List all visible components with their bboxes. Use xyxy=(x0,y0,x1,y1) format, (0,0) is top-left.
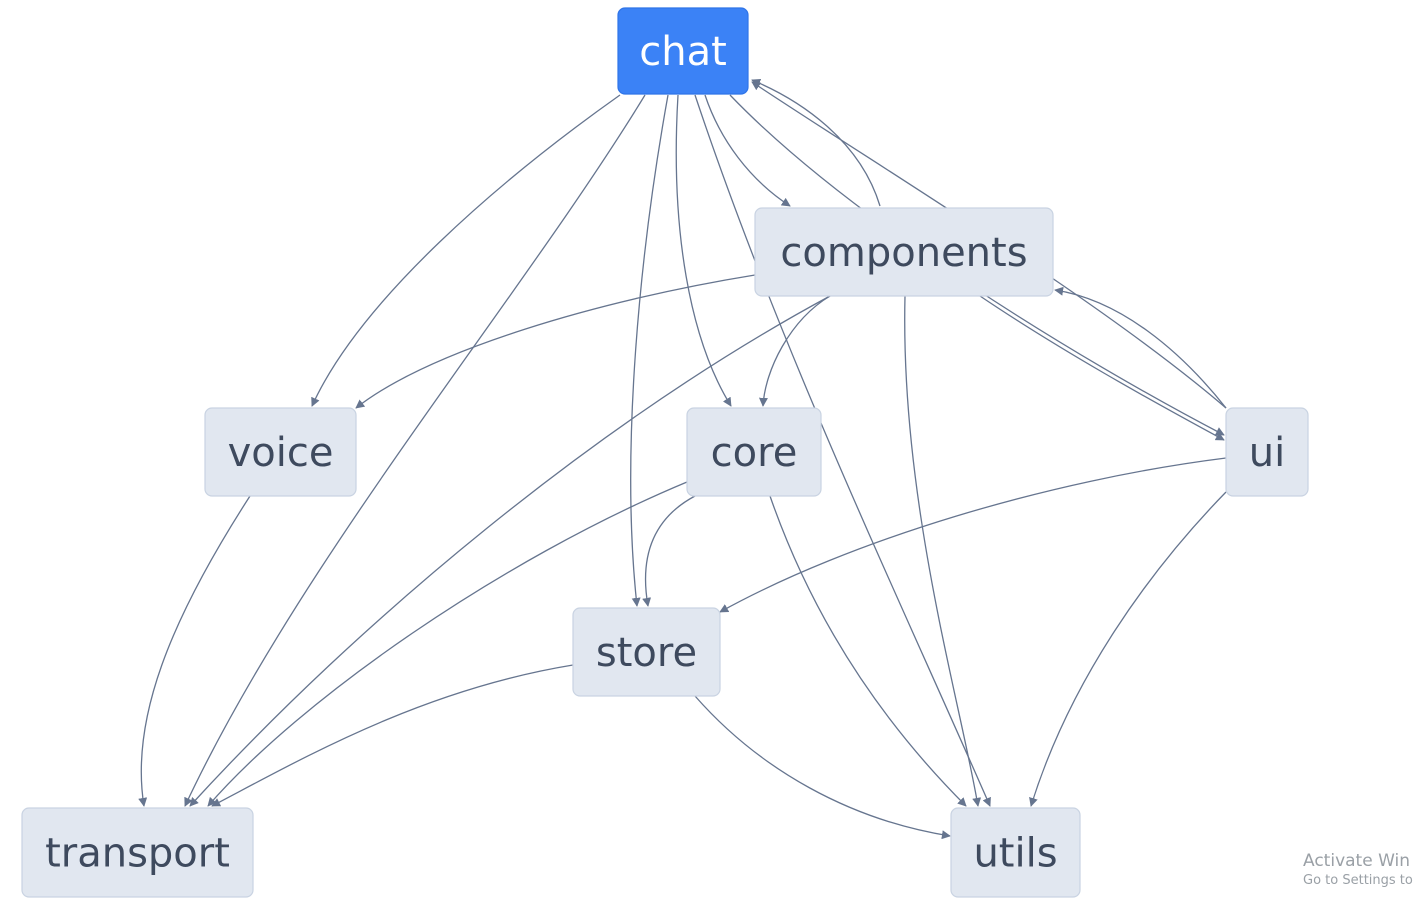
node-utils[interactable]: utils xyxy=(950,807,1081,898)
edge-core-to-store xyxy=(642,495,696,607)
edge-chat-to-store xyxy=(630,94,669,607)
edge-voice-to-transport xyxy=(138,495,251,807)
edge-chat-to-voice xyxy=(311,94,621,407)
node-box-voice xyxy=(204,407,357,497)
node-label-ui: ui xyxy=(1249,430,1285,476)
activation-watermark: Activate Win Go to Settings to xyxy=(1303,850,1413,890)
node-label-utils: utils xyxy=(973,831,1057,877)
node-label-voice: voice xyxy=(228,430,334,476)
edge-ui-to-store xyxy=(719,457,1227,613)
node-box-ui xyxy=(1225,407,1309,497)
node-store[interactable]: store xyxy=(572,607,721,697)
edge-components-to-transport xyxy=(189,295,831,807)
watermark-line-1: Activate Win xyxy=(1303,851,1411,871)
edge-components-to-core xyxy=(758,295,831,407)
edge-core-to-transport xyxy=(207,481,688,807)
node-label-chat: chat xyxy=(639,29,727,75)
edge-store-to-utils xyxy=(694,695,951,840)
node-voice[interactable]: voice xyxy=(204,407,357,497)
node-box-core xyxy=(686,407,822,497)
node-chat[interactable]: chat xyxy=(617,7,749,95)
node-box-store xyxy=(572,607,721,697)
edge-chat-to-core xyxy=(675,94,732,407)
node-transport[interactable]: transport xyxy=(21,807,254,898)
edge-components-to-chat xyxy=(751,78,881,207)
node-label-components: components xyxy=(780,230,1027,276)
node-box-chat xyxy=(617,7,749,95)
node-components[interactable]: components xyxy=(754,207,1054,297)
node-core[interactable]: core xyxy=(686,407,822,497)
edge-chat-to-transport xyxy=(184,94,646,807)
node-label-transport: transport xyxy=(45,831,230,877)
edge-core-to-utils xyxy=(769,495,967,807)
watermark-line-2: Go to Settings to xyxy=(1303,873,1413,888)
edge-ui-to-components xyxy=(1054,286,1227,409)
node-ui[interactable]: ui xyxy=(1225,407,1309,497)
edge-store-to-transport xyxy=(211,664,574,807)
node-box-components xyxy=(754,207,1054,297)
node-label-core: core xyxy=(711,430,798,476)
node-label-store: store xyxy=(596,630,697,676)
node-box-utils xyxy=(950,807,1081,898)
edge-components-to-ui xyxy=(979,295,1225,441)
edge-ui-to-utils xyxy=(1029,491,1227,807)
edge-chat-to-utils xyxy=(694,94,991,807)
edge-chat-to-components xyxy=(704,94,791,207)
nodes-layer: chat components voice core ui store transport u… xyxy=(21,7,1309,898)
edge-components-to-utils xyxy=(904,295,982,807)
edge-components-to-voice xyxy=(355,274,756,409)
node-box-transport xyxy=(21,807,254,898)
